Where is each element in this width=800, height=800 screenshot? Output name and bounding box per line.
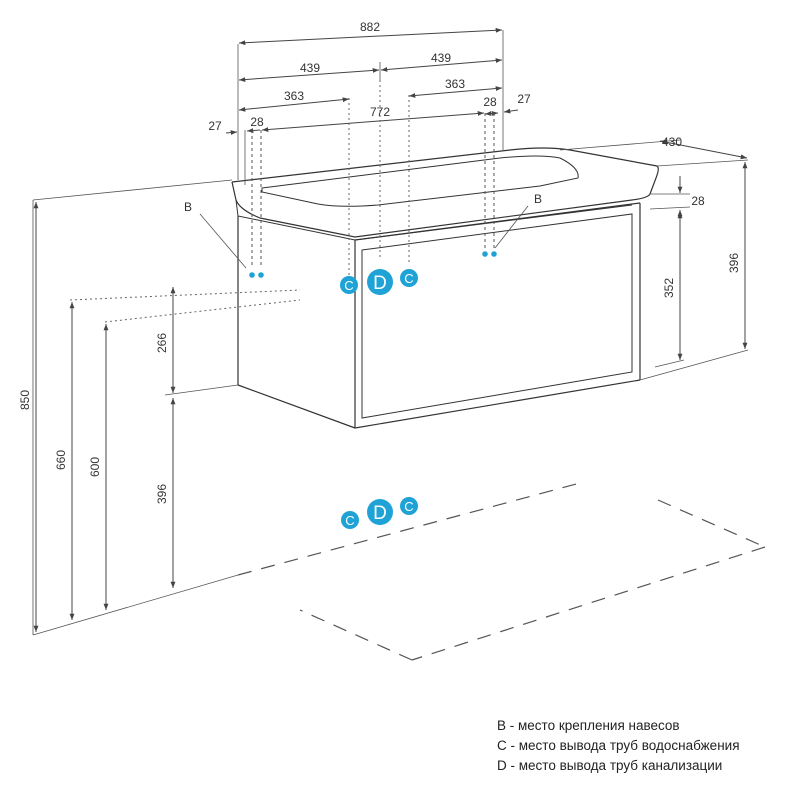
mount-point-right-2 — [491, 251, 497, 257]
offset-right-label: 363 — [445, 77, 465, 91]
floor-outline — [237, 482, 766, 661]
marker-d-wall — [367, 269, 393, 295]
depth-label: 430 — [662, 135, 682, 149]
cabinet — [237, 202, 641, 429]
total-width-dimension — [238, 27, 503, 46]
half-left-dimension — [238, 68, 380, 82]
edge-left-a-label: 27 — [208, 119, 222, 133]
height-d-label: 600 — [88, 457, 102, 477]
mount-point-left-1 — [249, 272, 255, 278]
mount-point-right-1 — [482, 251, 488, 257]
svg-text:C: C — [345, 513, 354, 528]
legend-d: D - место вывода труб канализации — [497, 758, 723, 773]
left-dimensions: 850 660 600 266 396 — [18, 202, 301, 632]
callout-b-left-label: B — [184, 200, 192, 214]
edge-left-b-label: 28 — [250, 115, 264, 129]
cabinet-height-label: 352 — [662, 278, 676, 298]
cabinet-bottom-label: 396 — [155, 484, 169, 504]
svg-text:D: D — [373, 503, 387, 524]
top-dimensions: 882 439 439 363 363 772 27 28 28 27 — [208, 20, 531, 285]
washbasin — [231, 147, 659, 241]
marker-d-floor — [367, 499, 393, 525]
svg-text:C: C — [404, 499, 413, 514]
legend: B - место крепления навесов C - место вы… — [497, 716, 740, 776]
offset-left-dimension — [238, 97, 350, 112]
height-c-label: 660 — [54, 450, 68, 470]
mount-point-left-2 — [258, 272, 264, 278]
marker-c-right-wall — [400, 269, 418, 287]
half-right-dimension — [380, 58, 503, 72]
total-height-label: 850 — [18, 390, 32, 410]
inner-width-dimension — [261, 111, 485, 132]
callout-b-right-label: B — [534, 192, 542, 206]
offset-left-label: 363 — [284, 89, 304, 103]
marker-c-right-floor — [400, 497, 418, 515]
half-right-label: 439 — [431, 51, 451, 65]
basin-height-label: 396 — [727, 253, 741, 273]
legend-b: B - место крепления навесов — [497, 718, 680, 733]
edge-right-b-label: 27 — [517, 92, 531, 106]
svg-text:D: D — [373, 273, 387, 294]
svg-text:C: C — [404, 271, 413, 286]
svg-text:C: C — [344, 278, 353, 293]
depth-dimension — [659, 139, 748, 160]
pipe-markers-wall: C D C — [340, 269, 418, 295]
legend-c: C - место вывода труб водоснабжения — [497, 738, 740, 753]
right-dimensions: 430 28 396 352 — [559, 135, 749, 381]
wall-outline — [32, 179, 239, 636]
offset-right-dimension — [408, 86, 503, 98]
marker-c-left-floor — [341, 511, 359, 529]
basin-rim-label: 28 — [691, 194, 705, 208]
pipe-gap-label: 266 — [155, 333, 169, 353]
marker-c-left-wall — [340, 276, 358, 294]
total-width-label: 882 — [360, 20, 380, 34]
pipe-markers-floor: C D C — [341, 497, 418, 529]
edge-right-a-label: 28 — [483, 95, 497, 109]
half-left-label: 439 — [300, 61, 320, 75]
mounting-callouts: B B — [184, 192, 542, 278]
